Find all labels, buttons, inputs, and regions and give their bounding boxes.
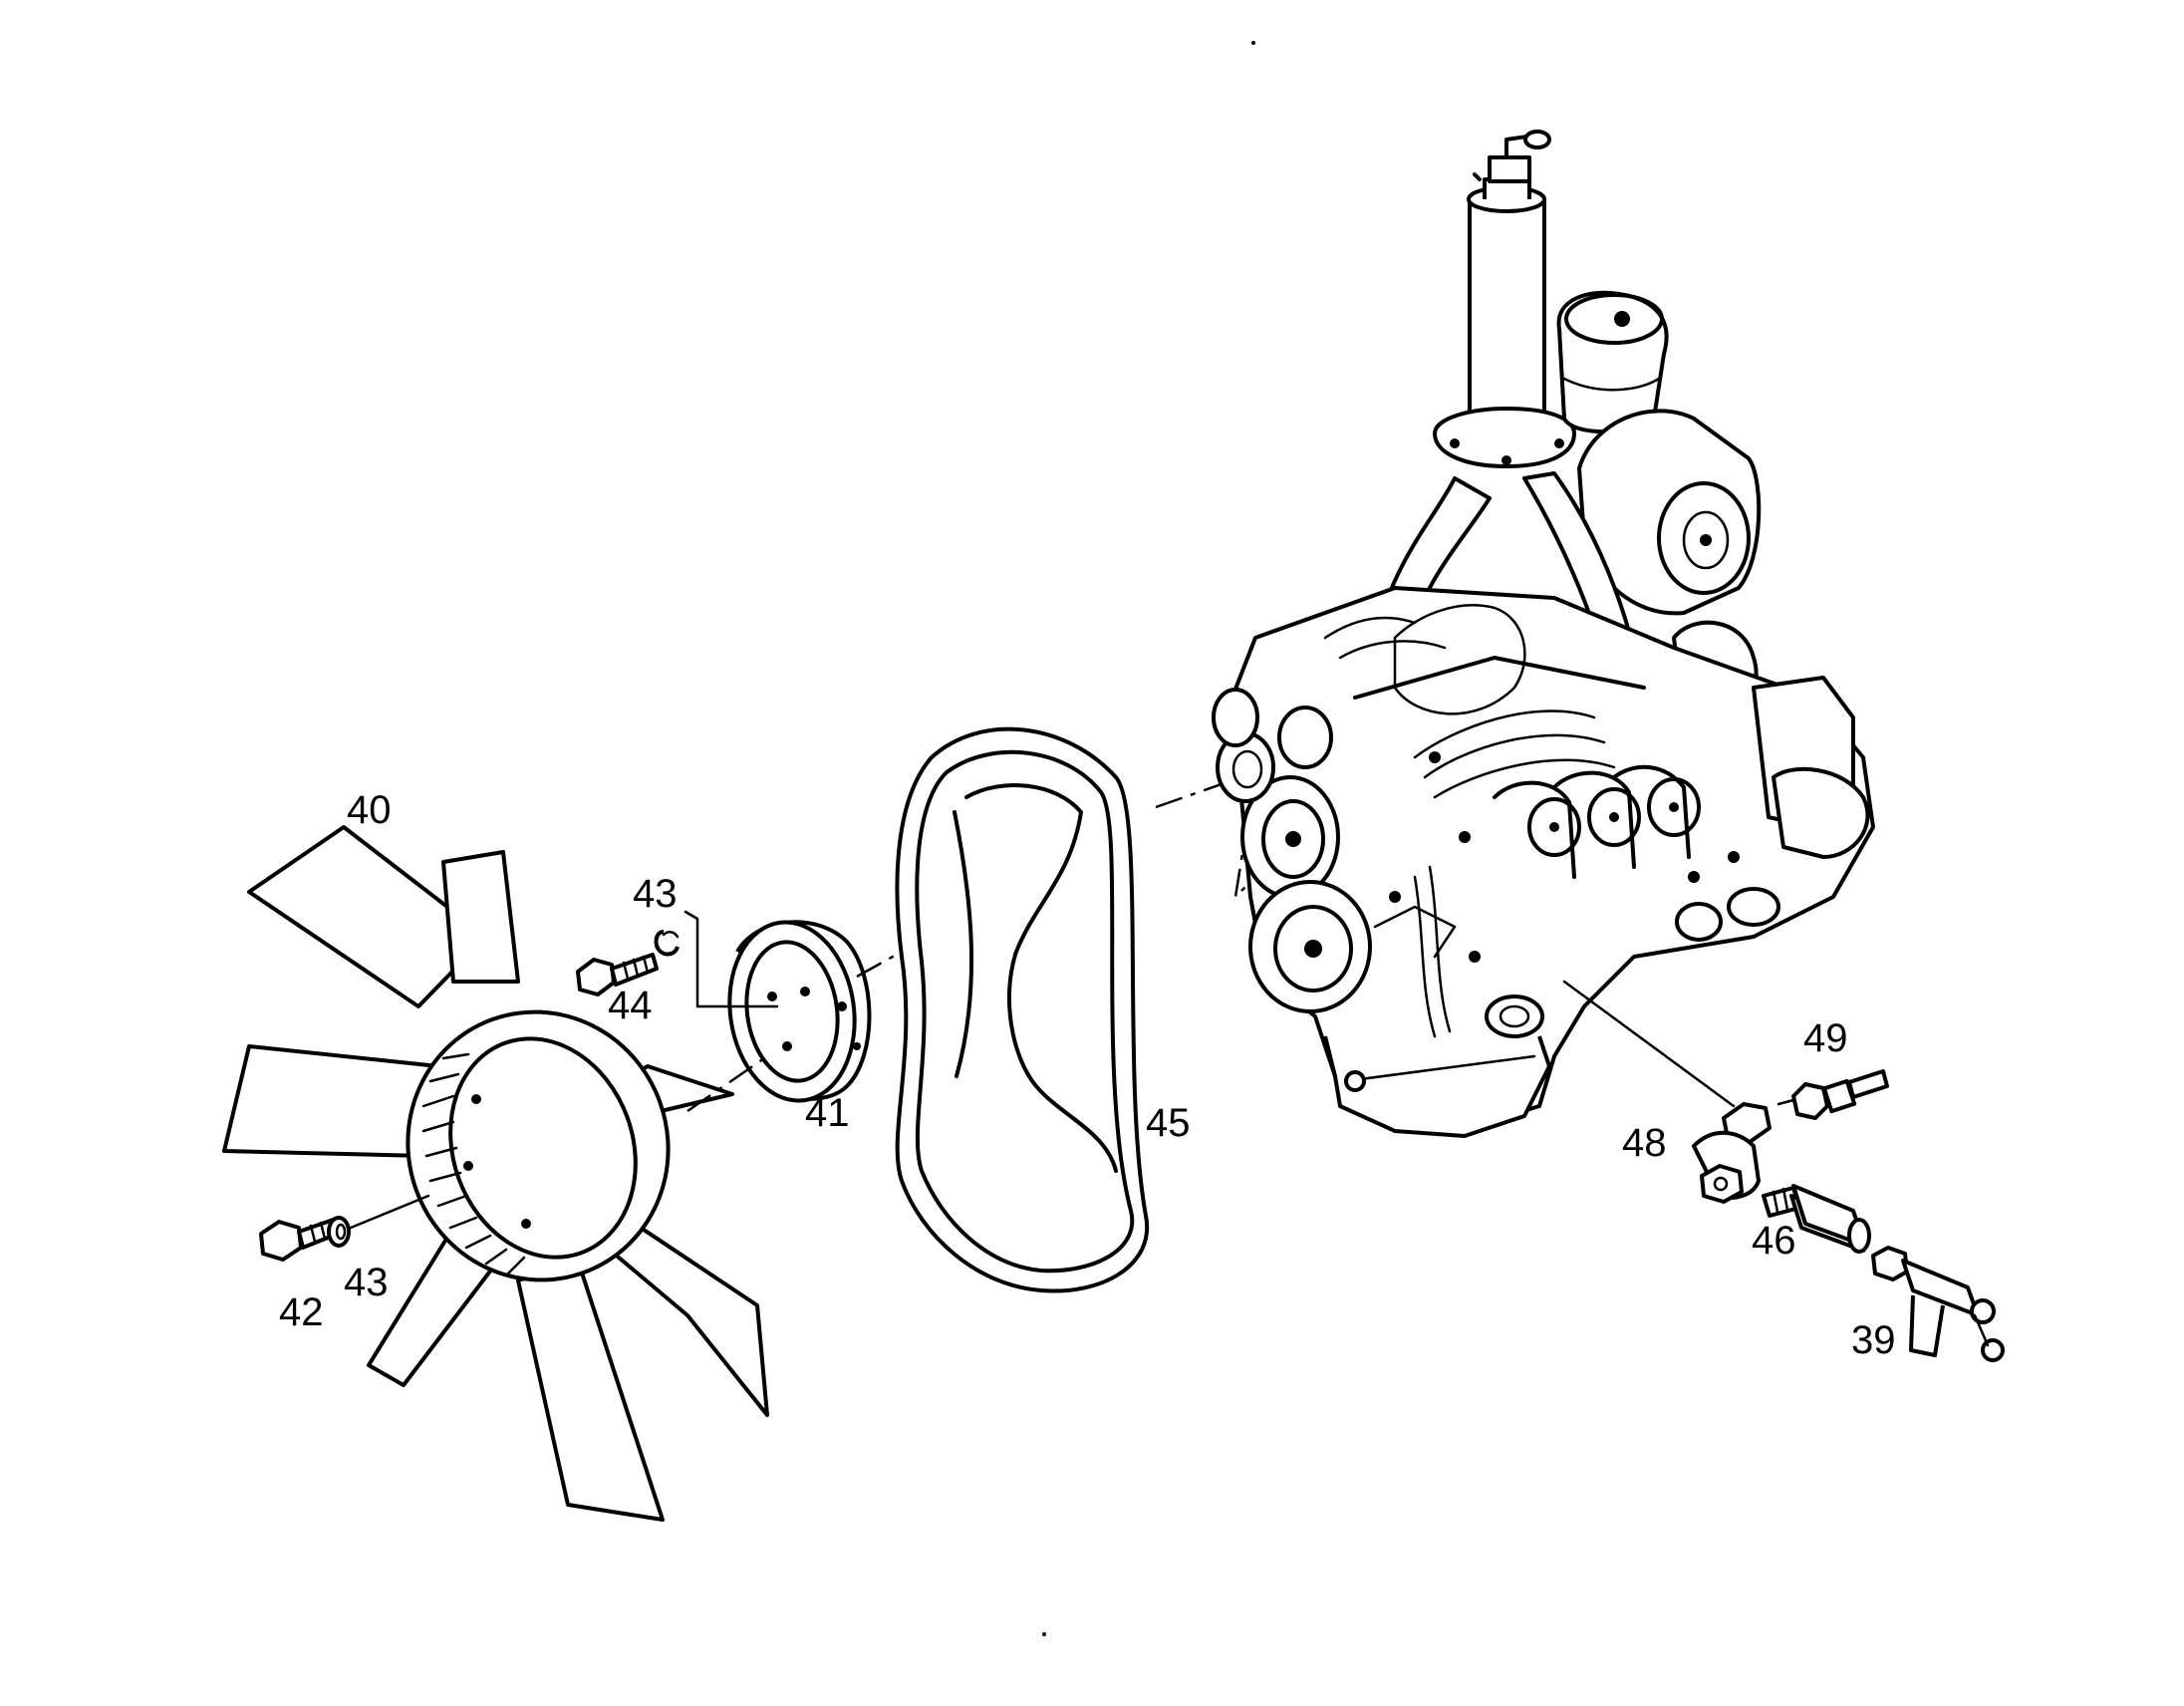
engine-icon <box>1212 130 1875 1138</box>
elbow-fitting-48-icon <box>1692 1102 1772 1204</box>
callout-43-lower: 43 <box>344 1261 389 1304</box>
washer-43-lower-icon <box>327 1216 351 1248</box>
adapter-46-icon <box>1762 1184 1871 1254</box>
callout-48: 48 <box>1622 1121 1667 1165</box>
callout-49: 49 <box>1803 1016 1848 1060</box>
callout-39: 39 <box>1851 1318 1896 1362</box>
callout-46: 46 <box>1752 1219 1796 1263</box>
bolt-44-icon <box>576 953 659 996</box>
fan-hub-icon <box>727 920 872 1103</box>
washer-43-upper-icon <box>654 930 680 957</box>
callout-42: 42 <box>279 1290 324 1334</box>
callout-41: 41 <box>805 1091 850 1135</box>
sensor-fitting-49-icon <box>1776 1069 1889 1120</box>
fan-icon <box>222 825 769 1522</box>
callout-44: 44 <box>608 984 653 1027</box>
drive-belt-icon <box>895 726 1150 1293</box>
callout-45: 45 <box>1146 1101 1191 1145</box>
callout-43-upper: 43 <box>633 872 678 916</box>
valve-39-icon <box>1871 1246 2005 1362</box>
callout-40: 40 <box>347 788 392 832</box>
